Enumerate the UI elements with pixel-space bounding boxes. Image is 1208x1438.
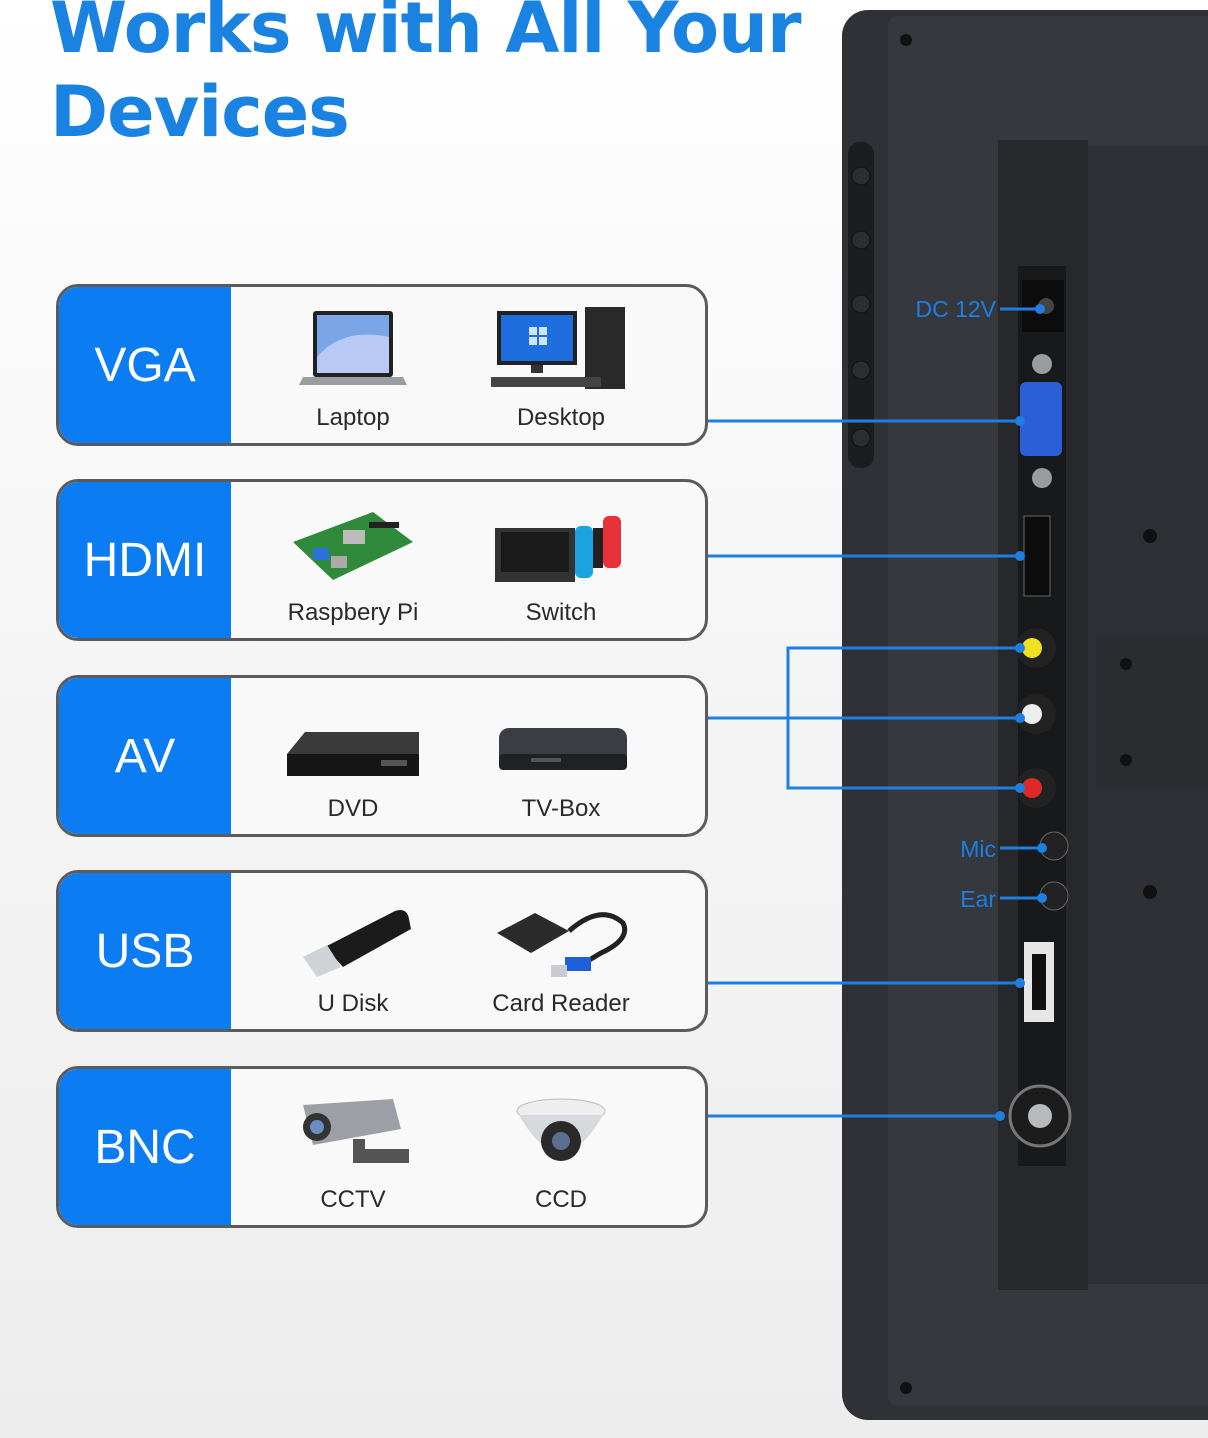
laptop-icon <box>299 311 407 385</box>
interface-label-vga: VGA <box>59 287 231 443</box>
device-label: CCTV <box>320 1186 386 1213</box>
dome-camera-icon <box>516 1098 606 1161</box>
av-card: AV DVD TV-Box <box>56 675 708 837</box>
cctv-camera-icon <box>303 1099 409 1163</box>
device-label: TV-Box <box>521 795 601 822</box>
interface-label-av: AV <box>59 678 231 834</box>
device-label: DVD <box>327 795 379 822</box>
device-switch: Switch <box>481 496 641 636</box>
game-switch-icon <box>495 516 621 582</box>
port-label-dc: DC 12V <box>915 296 996 322</box>
device-label: Card Reader <box>492 990 630 1017</box>
interface-label-usb: USB <box>59 873 231 1029</box>
device-label: Desktop <box>516 404 606 431</box>
device-label: U Disk <box>317 990 389 1017</box>
usb-drive-icon <box>303 910 411 977</box>
dvd-player-icon <box>287 732 419 776</box>
raspberry-pi-icon <box>293 512 413 580</box>
device-desktop: Desktop <box>481 301 641 441</box>
vga-card: VGA Laptop Desktop <box>56 284 708 446</box>
card-reader-icon <box>497 912 628 977</box>
device-laptop: Laptop <box>273 301 433 441</box>
page-title: Works with All Your Devices <box>50 0 802 153</box>
device-tv-box: TV-Box <box>481 692 641 832</box>
port-label-ear: Ear <box>960 886 996 912</box>
device-label: Switch <box>525 599 597 626</box>
device-ccd: CCD <box>481 1083 641 1223</box>
device-card-reader: Card Reader <box>481 887 641 1027</box>
device-dvd: DVD <box>273 692 433 832</box>
device-u-disk: U Disk <box>273 887 433 1027</box>
device-label: Raspbery Pi <box>287 599 419 626</box>
device-raspberry-pi: Raspbery Pi <box>273 496 433 636</box>
desktop-icon <box>491 307 625 389</box>
device-label: Laptop <box>316 404 390 431</box>
bnc-card: BNC CCTV CCD <box>56 1066 708 1228</box>
device-label: CCD <box>535 1186 587 1213</box>
interface-label-bnc: BNC <box>59 1069 231 1225</box>
hdmi-card: HDMI Raspbery Pi Switch <box>56 479 708 641</box>
device-cctv: CCTV <box>273 1083 433 1223</box>
port-label-mic: Mic <box>960 836 996 862</box>
interface-label-hdmi: HDMI <box>59 482 231 638</box>
usb-card: USB U Disk Card Reader <box>56 870 708 1032</box>
tv-box-icon <box>499 728 627 770</box>
monitor-back-panel <box>842 10 1208 1420</box>
